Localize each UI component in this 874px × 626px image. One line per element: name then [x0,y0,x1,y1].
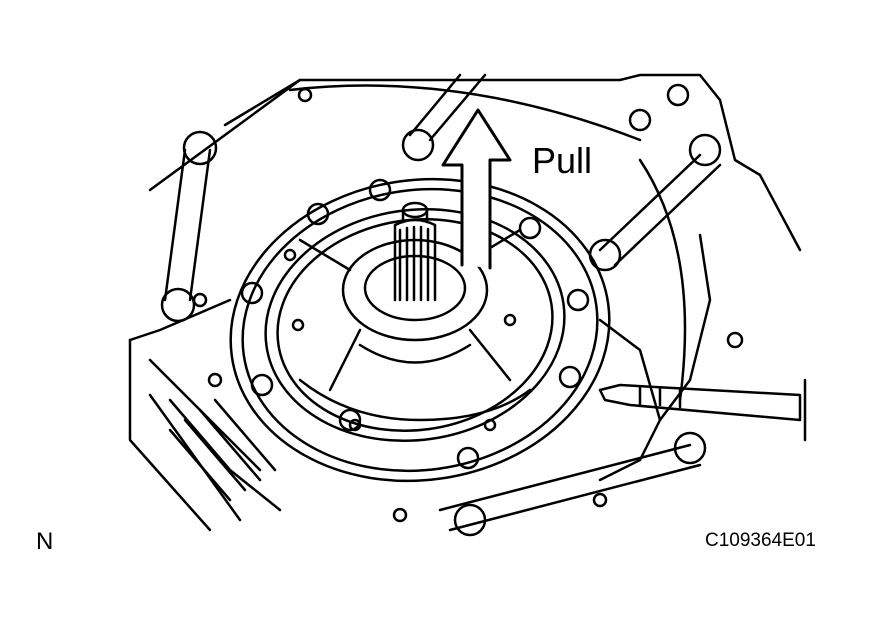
removal-tool-bars [160,73,722,537]
screwdriver [598,378,807,442]
view-label: N [36,528,54,555]
input-shaft [393,201,437,302]
up-arrow-icon [441,108,512,270]
transmission-case [128,73,802,532]
pull-label: Pull [532,140,593,181]
pump-bolts [240,178,590,470]
oil-pump-body [229,177,611,483]
figure-code-label: C109364E01 [705,530,816,551]
